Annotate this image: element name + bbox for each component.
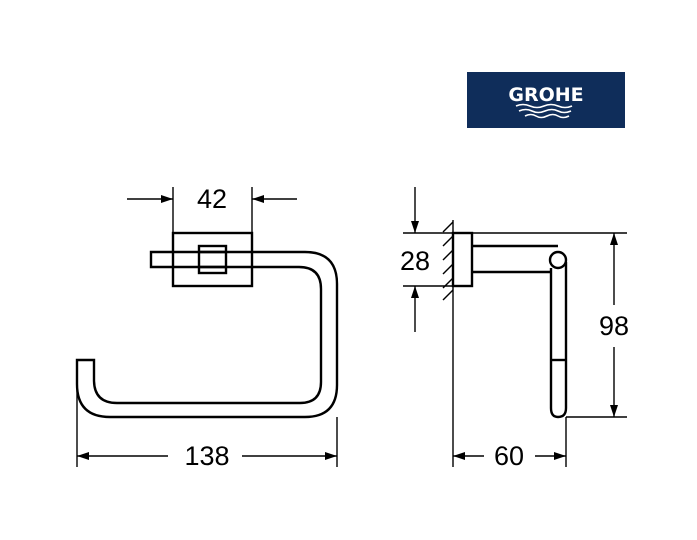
side-view: 28 98 60 <box>400 187 629 471</box>
wave-icon <box>515 103 573 119</box>
dim-label-138: 138 <box>184 441 229 471</box>
ring-outline <box>75 250 339 419</box>
dim-label-60: 60 <box>494 441 524 471</box>
side-plate <box>451 231 474 288</box>
pivot-circle <box>548 250 568 270</box>
dim-label-98: 98 <box>599 311 629 341</box>
base-plate <box>171 231 254 288</box>
dimension-28: 28 <box>400 187 627 332</box>
dimension-138: 138 <box>76 365 338 471</box>
dimension-60: 60 <box>453 417 567 471</box>
dimension-98: 98 <box>566 233 629 418</box>
dim-label-28: 28 <box>400 246 430 276</box>
dimension-42: 42 <box>127 184 297 233</box>
mount-block <box>197 244 228 275</box>
grohe-logo: GROHE <box>467 72 625 128</box>
side-rod <box>549 262 568 419</box>
front-view: 42 138 <box>75 184 339 471</box>
dim-label-42: 42 <box>197 184 227 214</box>
logo-text: GROHE <box>508 84 583 106</box>
logo-background <box>467 72 625 128</box>
side-arm <box>472 244 558 274</box>
